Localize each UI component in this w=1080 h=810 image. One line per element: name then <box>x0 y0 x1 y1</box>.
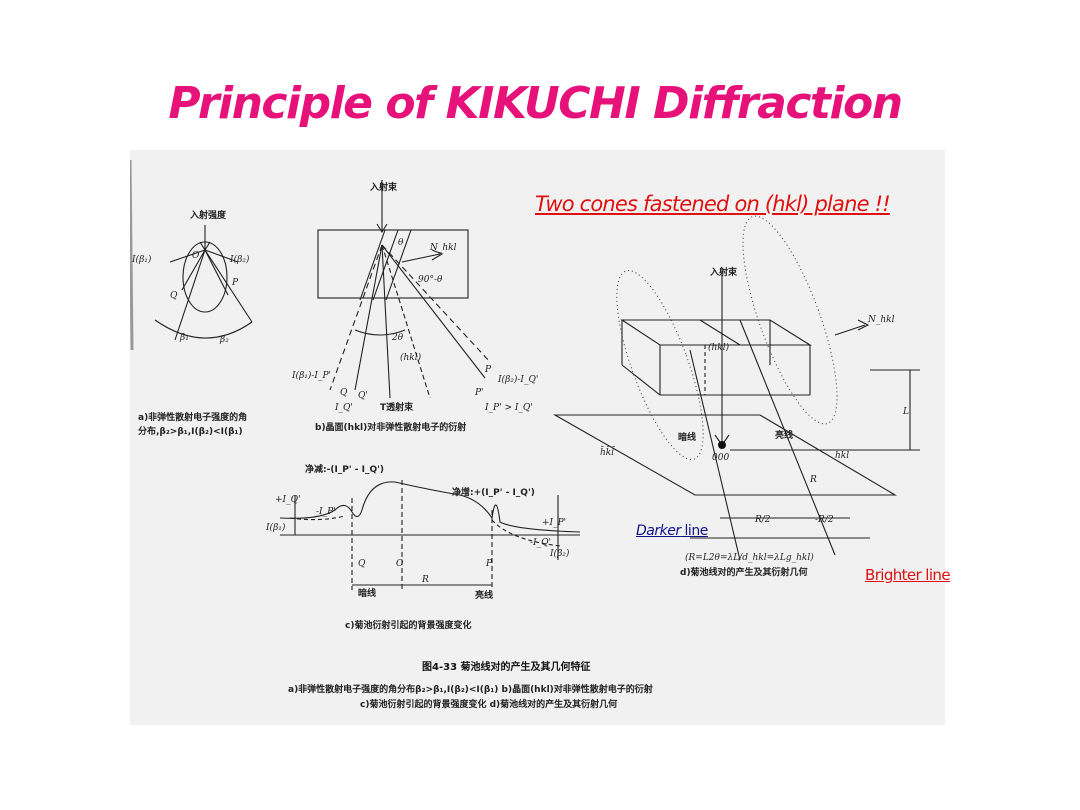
label-a-beta1: β₁ <box>179 333 189 343</box>
label-c-minus-iq: -I_Q' <box>530 538 551 548</box>
label-a-i-beta1: I(β₁) <box>131 254 152 265</box>
caption-d: d)菊池线对的产生及其衍射几何 <box>680 566 808 578</box>
slide-title: Principle of KIKUCHI Diffraction <box>168 78 903 129</box>
label-b-q: Q <box>340 388 348 398</box>
label-d-hkl-label: hkl <box>835 451 849 461</box>
figure-caption-line2: c)菊池衍射引起的背景强度变化 d)菊池线对的产生及其衍射几何 <box>360 698 617 710</box>
label-d-r-half: R/2 <box>754 515 771 525</box>
label-b-iq-prime: I_Q' <box>334 403 353 413</box>
label-d-origin: 000 <box>712 453 729 463</box>
label-c-plus-iq: +I_Q' <box>275 495 300 505</box>
label-d-r-half-neg: -R/2 <box>815 515 834 525</box>
label-b-ninety-minus-theta: 90°-θ <box>418 275 443 285</box>
label-b-p-prime: P' <box>474 388 484 398</box>
label-d-dark-line: 暗线 <box>678 431 696 443</box>
label-c-i-beta2: I(β₂) <box>549 548 570 559</box>
label-c-q: Q <box>358 559 366 569</box>
label-d-L: L <box>902 407 909 417</box>
label-a-beta2: β₂ <box>219 335 229 345</box>
label-a-i-beta2: I(β₂) <box>229 254 250 265</box>
darker-line-annotation: Darker line <box>636 523 708 539</box>
label-b-two-theta: 2θ <box>391 333 404 343</box>
label-c-i-beta1: I(β₁) <box>265 522 286 533</box>
label-c-net-decrease: 净减:-(I_P' - I_Q') <box>305 463 384 475</box>
label-b-q-prime: Q' <box>358 391 368 401</box>
label-b-normal: N_hkl <box>429 243 457 253</box>
label-c-o: O <box>396 559 404 569</box>
label-c-plus-ip: +I_P' <box>542 518 566 528</box>
label-d-bright-line: 亮线 <box>775 429 793 441</box>
label-c-p: P <box>485 559 493 569</box>
brighter-line-annotation: Brighter line <box>865 566 951 584</box>
label-b-ip-gt-iq: I_P' > I_Q' <box>484 403 533 413</box>
label-d-normal: N_hkl <box>867 315 895 325</box>
label-a-q: Q <box>170 291 178 301</box>
panel-c <box>279 480 581 590</box>
label-c-r: R <box>421 575 429 585</box>
label-b-transmitted: T透射束 <box>380 401 414 413</box>
label-b-p: P <box>484 365 492 375</box>
figure-number-caption: 图4-33 菊池线对的产生及其几何特征 <box>422 660 591 673</box>
label-a-p: P <box>231 278 239 288</box>
darker-line-em: Darker <box>636 523 681 539</box>
two-cones-annotation: Two cones fastened on (hkl) plane !! <box>535 192 891 216</box>
label-b-incident-beam: 入射束 <box>369 181 398 193</box>
label-c-net-increase: 净增:+(I_P' - I_Q') <box>452 486 535 498</box>
kikuchi-diagram-svg: 入射强度 I(β₁) I(β₂) O P Q β₁ β₂ a)非弹性散射电子强度… <box>130 159 920 710</box>
kikuchi-figure: 入射强度 I(β₁) I(β₂) O P Q β₁ β₂ a)非弹性散射电子强度… <box>130 150 945 725</box>
label-d-r: R <box>809 475 817 485</box>
label-c-bright-line: 亮线 <box>475 589 493 601</box>
label-c-minus-ip: -I_P' <box>316 507 336 517</box>
caption-a-line1: a)非弹性散射电子强度的角 <box>138 411 247 423</box>
label-b-left-intensity: I(β₁)-I_P' <box>291 370 331 381</box>
panel-b <box>317 180 491 399</box>
figure-caption-line1: a)非弹性散射电子强度的角分布β₂>β₁,I(β₂)<I(β₁) b)晶面(hk… <box>288 683 653 695</box>
label-d-hkl: (hkl) <box>708 342 730 353</box>
panel-a <box>130 159 253 351</box>
panel-d <box>552 215 920 561</box>
label-c-dark-line: 暗线 <box>358 587 376 599</box>
caption-c: c)菊池衍射引起的背景强度变化 <box>345 619 471 631</box>
label-b-right-intensity: I(β₂)-I_Q' <box>497 374 538 385</box>
darker-line-rest: line <box>680 523 709 539</box>
label-d-formula: (R=L2θ=λL/d_hkl=λLg_hkl) <box>685 552 814 563</box>
label-incident-intensity: 入射强度 <box>189 209 227 221</box>
origin-dot <box>718 441 726 449</box>
label-d-incident-beam: 入射束 <box>709 266 738 278</box>
caption-a-line2: 分布,β₂>β₁,I(β₂)<I(β₁) <box>138 425 243 437</box>
label-b-theta: θ <box>398 238 404 248</box>
label-b-plane: (hkl) <box>400 352 422 363</box>
label-a-o: O <box>192 251 200 261</box>
label-d-hkl-bar: h̄k̄l̄ <box>600 446 616 458</box>
caption-b: b)晶面(hkl)对非弹性散射电子的衍射 <box>315 421 466 433</box>
